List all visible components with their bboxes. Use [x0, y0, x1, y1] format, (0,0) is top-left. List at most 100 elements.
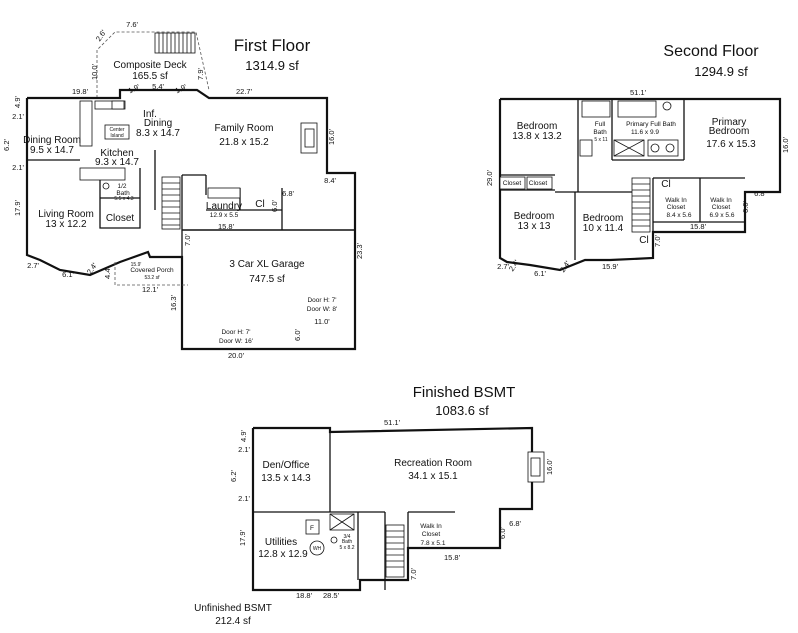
basement-bath-1: 3/4: [344, 534, 351, 540]
recreation-room-name: Recreation Room: [394, 458, 472, 469]
dim-23-3: 23.3': [355, 242, 364, 259]
center-island-2: Island: [110, 133, 124, 139]
composite-deck: [96, 31, 210, 98]
closet-cl-b: Cl: [639, 235, 648, 246]
wic-1-name-2: Closet: [667, 204, 686, 211]
recreation-room-size: 34.1 x 15.1: [408, 471, 458, 482]
dining-room-size: 9.5 x 14.7: [30, 145, 74, 156]
furnace-label: F: [310, 525, 314, 532]
first-floor-title: First Floor: [234, 36, 311, 55]
dim-b-6-8: 6.8': [509, 519, 521, 528]
kitchen-size: 9.3 x 14.7: [95, 157, 139, 168]
dim-2f-2-4a: 2.4': [507, 258, 521, 273]
family-room-size: 21.8 x 15.2: [219, 137, 269, 148]
unfinished-basement-area: 212.4 sf: [215, 616, 251, 627]
wic-2-size: 6.9 x 5.6: [710, 212, 735, 219]
dim-b-6-0: 6.0': [498, 527, 507, 539]
dim-b-17-9: 17.9': [238, 529, 247, 546]
dim-10-0: 10.0': [90, 63, 99, 80]
laundry-name: Laundry: [206, 201, 242, 212]
dim-15-9: 15.9': [131, 262, 142, 268]
dim-22-7: 22.7': [236, 87, 253, 96]
closet-cl-a: Cl: [661, 179, 670, 190]
door-2-width: Door W: 16': [219, 338, 253, 345]
den-office-size: 13.5 x 14.3: [261, 473, 311, 484]
deck-area: 165.5 sf: [132, 71, 168, 82]
dim-6-1: 6.1': [62, 270, 74, 279]
full-bath-size: 5 x 11: [594, 137, 607, 143]
basement-wic-size: 7.8 x 5.1: [421, 540, 446, 547]
dim-6-0b: 6.0': [293, 329, 302, 341]
first-floor-fixtures: [79, 100, 318, 230]
garage-area: 747.5 sf: [249, 274, 285, 285]
dim-7-6: 7.6': [126, 20, 138, 29]
half-bath-2: Bath: [116, 190, 130, 197]
inf-dining-name: Inf.: [143, 109, 157, 120]
dim-1-9b: 1.9': [174, 82, 189, 95]
dim-4-9: 4.9': [13, 96, 22, 108]
basement-area: 1083.6 sf: [435, 403, 489, 418]
primary-bedroom-2: Bedroom: [709, 126, 750, 137]
first-floor-exterior-wall: [25, 88, 357, 351]
dim-b-2-1b: 2.1': [238, 494, 250, 503]
dim-1-9: 1.9': [127, 82, 142, 95]
closet-b: Closet: [529, 180, 548, 187]
porch-name: Covered Porch: [130, 267, 174, 274]
inf-dining-size: 8.3 x 14.7: [136, 128, 180, 139]
dim-2-7: 2.7': [27, 261, 39, 270]
utilities-name: Utilities: [265, 537, 297, 548]
dim-17-9: 17.9': [13, 199, 22, 216]
full-bath-2: Bath: [593, 129, 607, 136]
dim-2f-6-1: 6.1': [534, 269, 546, 278]
inf-dining-name-2: Dining: [144, 118, 172, 129]
dim-2f-29-0: 29.0': [485, 169, 494, 186]
dim-6-0: 6.0': [270, 200, 279, 212]
basement-bath-size: 5 x 8.2: [339, 545, 354, 551]
second-floor-exterior-wall: [498, 97, 782, 272]
dim-12-1: 12.1': [142, 285, 159, 294]
dim-6-2: 6.2': [2, 139, 11, 151]
bedroom-3-name: Bedroom: [583, 213, 624, 224]
dim-2-1b: 2.1': [12, 163, 24, 172]
dim-b-51-1: 51.1': [384, 418, 401, 427]
dim-5-4: 5.4': [152, 82, 164, 91]
primary-bedroom-1: Primary: [712, 117, 746, 128]
dim-b-16-0: 16.0': [545, 458, 554, 475]
wic-2-name-2: Closet: [712, 204, 731, 211]
wic-1-name: Walk In: [665, 197, 687, 204]
dining-room-name: Dining Room: [23, 135, 81, 146]
half-bath-1: 1/2: [117, 183, 126, 190]
dim-b-7-0: 7.0': [409, 568, 418, 580]
primary-bath-name: Primary Full Bath: [626, 121, 676, 128]
second-floor-interior-walls: [500, 99, 745, 260]
dim-2f-15-8: 15.8': [690, 222, 707, 231]
dim-15-8: 15.8': [218, 222, 235, 231]
garage-name: 3 Car XL Garage: [229, 259, 305, 270]
door-1-height: Door H: 7': [307, 297, 336, 304]
utilities-size: 12.8 x 12.9: [258, 549, 308, 560]
living-room-size: 13 x 12.2: [45, 219, 87, 230]
dim-2f-7-0: 7.0': [653, 235, 662, 247]
first-floor-interior-walls: [27, 150, 355, 257]
dim-6-8: 6.8': [282, 189, 294, 198]
second-floor-area: 1294.9 sf: [694, 64, 748, 79]
dim-2-1a: 2.1': [12, 112, 24, 121]
door-2-height: Door H: 7': [221, 329, 250, 336]
kitchen-name: Kitchen: [100, 148, 133, 159]
dim-4-4: 4.4': [103, 267, 112, 279]
primary-bedroom-size: 17.6 x 15.3: [706, 139, 756, 150]
dim-2f-15-9: 15.9': [602, 262, 619, 271]
dim-2f-51-1: 51.1': [630, 88, 647, 97]
bedroom-2-name: Bedroom: [514, 211, 555, 222]
closet-a: Closet: [503, 180, 522, 187]
dim-2f-2-7: 2.7': [497, 262, 509, 271]
dim-8-4: 8.4': [324, 176, 336, 185]
dim-b-4-9: 4.9': [239, 430, 248, 442]
dim-b-2-1a: 2.1': [238, 445, 250, 454]
laundry-closet: Cl: [255, 199, 264, 210]
dim-11-0: 11.0': [314, 317, 330, 326]
dim-7-0: 7.0': [183, 234, 192, 246]
basement-wic-1: Walk In: [420, 523, 442, 530]
first-floor-closet: Closet: [106, 213, 135, 224]
